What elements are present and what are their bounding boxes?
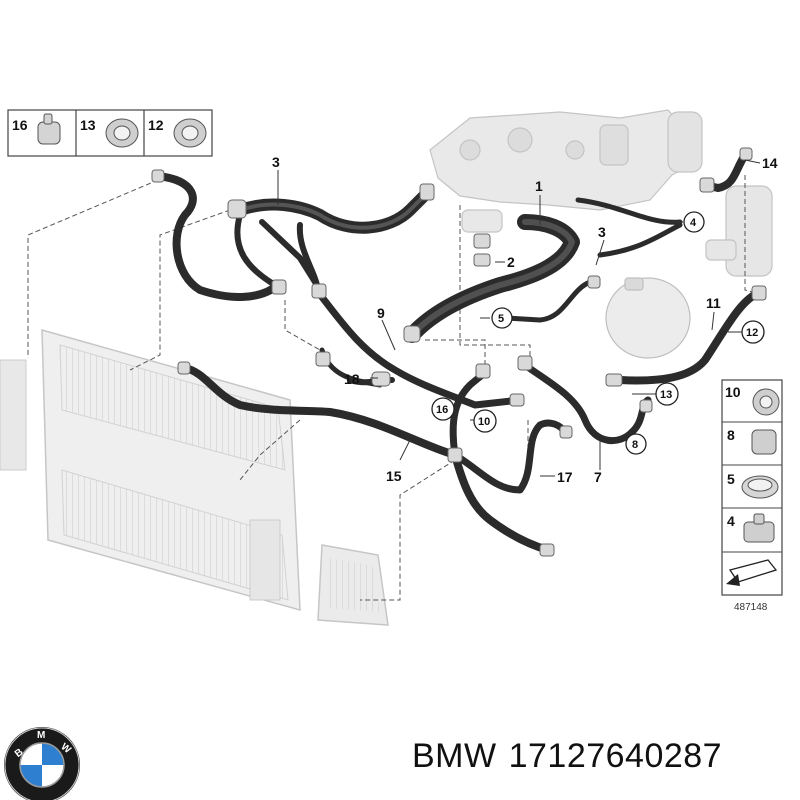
band-clamp-5-icon [741, 475, 779, 499]
callout-3: 3 [598, 224, 606, 240]
svg-text:5: 5 [498, 313, 504, 325]
clip-8-icon [751, 429, 777, 455]
reservoir-ghost [705, 185, 773, 277]
legend-13-number: 13 [80, 117, 96, 133]
engine-block-ghost [429, 109, 703, 211]
aux-cooler-ghost [317, 544, 389, 626]
radiator-ghost [0, 329, 301, 612]
callout-9: 9 [377, 305, 385, 321]
svg-text:12: 12 [746, 327, 758, 339]
brand-name: BMW [412, 737, 497, 775]
circled-callout-13: 13 [655, 382, 679, 406]
callout-7: 7 [594, 469, 602, 485]
callout-leaders [277, 159, 761, 477]
callout-14: 14 [762, 155, 778, 171]
legend-16-number: 16 [12, 117, 28, 133]
svg-text:10: 10 [478, 416, 490, 428]
expansion-tank [605, 277, 691, 359]
circled-callout-12: 12 [741, 320, 765, 344]
logo-letter-m: M [37, 730, 45, 741]
callout-2: 2 [507, 254, 515, 270]
circled-callout-5: 5 [491, 307, 513, 329]
legend-4-number: 4 [727, 513, 735, 529]
legend-12-number: 12 [148, 117, 164, 133]
hose-7 [521, 361, 652, 445]
hose-connectors [151, 147, 767, 557]
clamp-16-icon [37, 113, 61, 145]
circled-callout-10: 10 [473, 409, 497, 433]
circled-callout-8: 8 [625, 433, 647, 455]
coolant-hoses [154, 151, 764, 554]
direction-arrow-icon [726, 559, 778, 586]
part-label: BMW 17127640287 [412, 737, 734, 776]
svg-text:8: 8 [632, 439, 638, 451]
callout-1: 1 [535, 178, 543, 194]
legend-8-number: 8 [727, 427, 735, 443]
hose-9 [314, 288, 524, 409]
part-number: 17127640287 [508, 737, 723, 775]
clamp-12-icon [173, 118, 207, 148]
callout-11: 11 [706, 295, 721, 311]
hose-15 [181, 364, 459, 459]
legend-5-number: 5 [727, 471, 735, 487]
clip-10-icon [752, 388, 780, 416]
diagram-reference-number: 487148 [734, 602, 768, 613]
callout-18: 18 [344, 371, 360, 387]
top-parts-legend: 16 13 12 [7, 109, 213, 157]
callout-6: 3 [272, 154, 280, 170]
clamp-13-icon [105, 118, 139, 148]
small-tank-ghost [461, 209, 503, 233]
circled-callout-16: 16 [431, 397, 455, 421]
svg-text:4: 4 [690, 217, 697, 229]
svg-text:16: 16 [436, 404, 448, 416]
svg-text:13: 13 [660, 389, 672, 401]
bmw-logo: B M W [4, 727, 80, 800]
bracket-4-icon [743, 513, 775, 543]
hose-11 [616, 288, 764, 385]
cooling-hose-diagram: 3 1 3 2 9 11 14 7 17 15 18 4 5 12 13 8 1… [0, 109, 783, 626]
side-parts-legend: 10 8 5 4 [721, 379, 783, 596]
hose-17 [451, 419, 569, 494]
circled-callouts: 4 5 12 13 8 16 10 [431, 211, 765, 455]
callout-15: 15 [386, 468, 402, 484]
legend-10-number: 10 [725, 384, 741, 400]
circled-callout-4: 4 [683, 211, 705, 233]
callout-17: 17 [557, 469, 573, 485]
callout-numbers: 3 1 3 2 9 11 14 7 17 15 18 [272, 154, 778, 485]
